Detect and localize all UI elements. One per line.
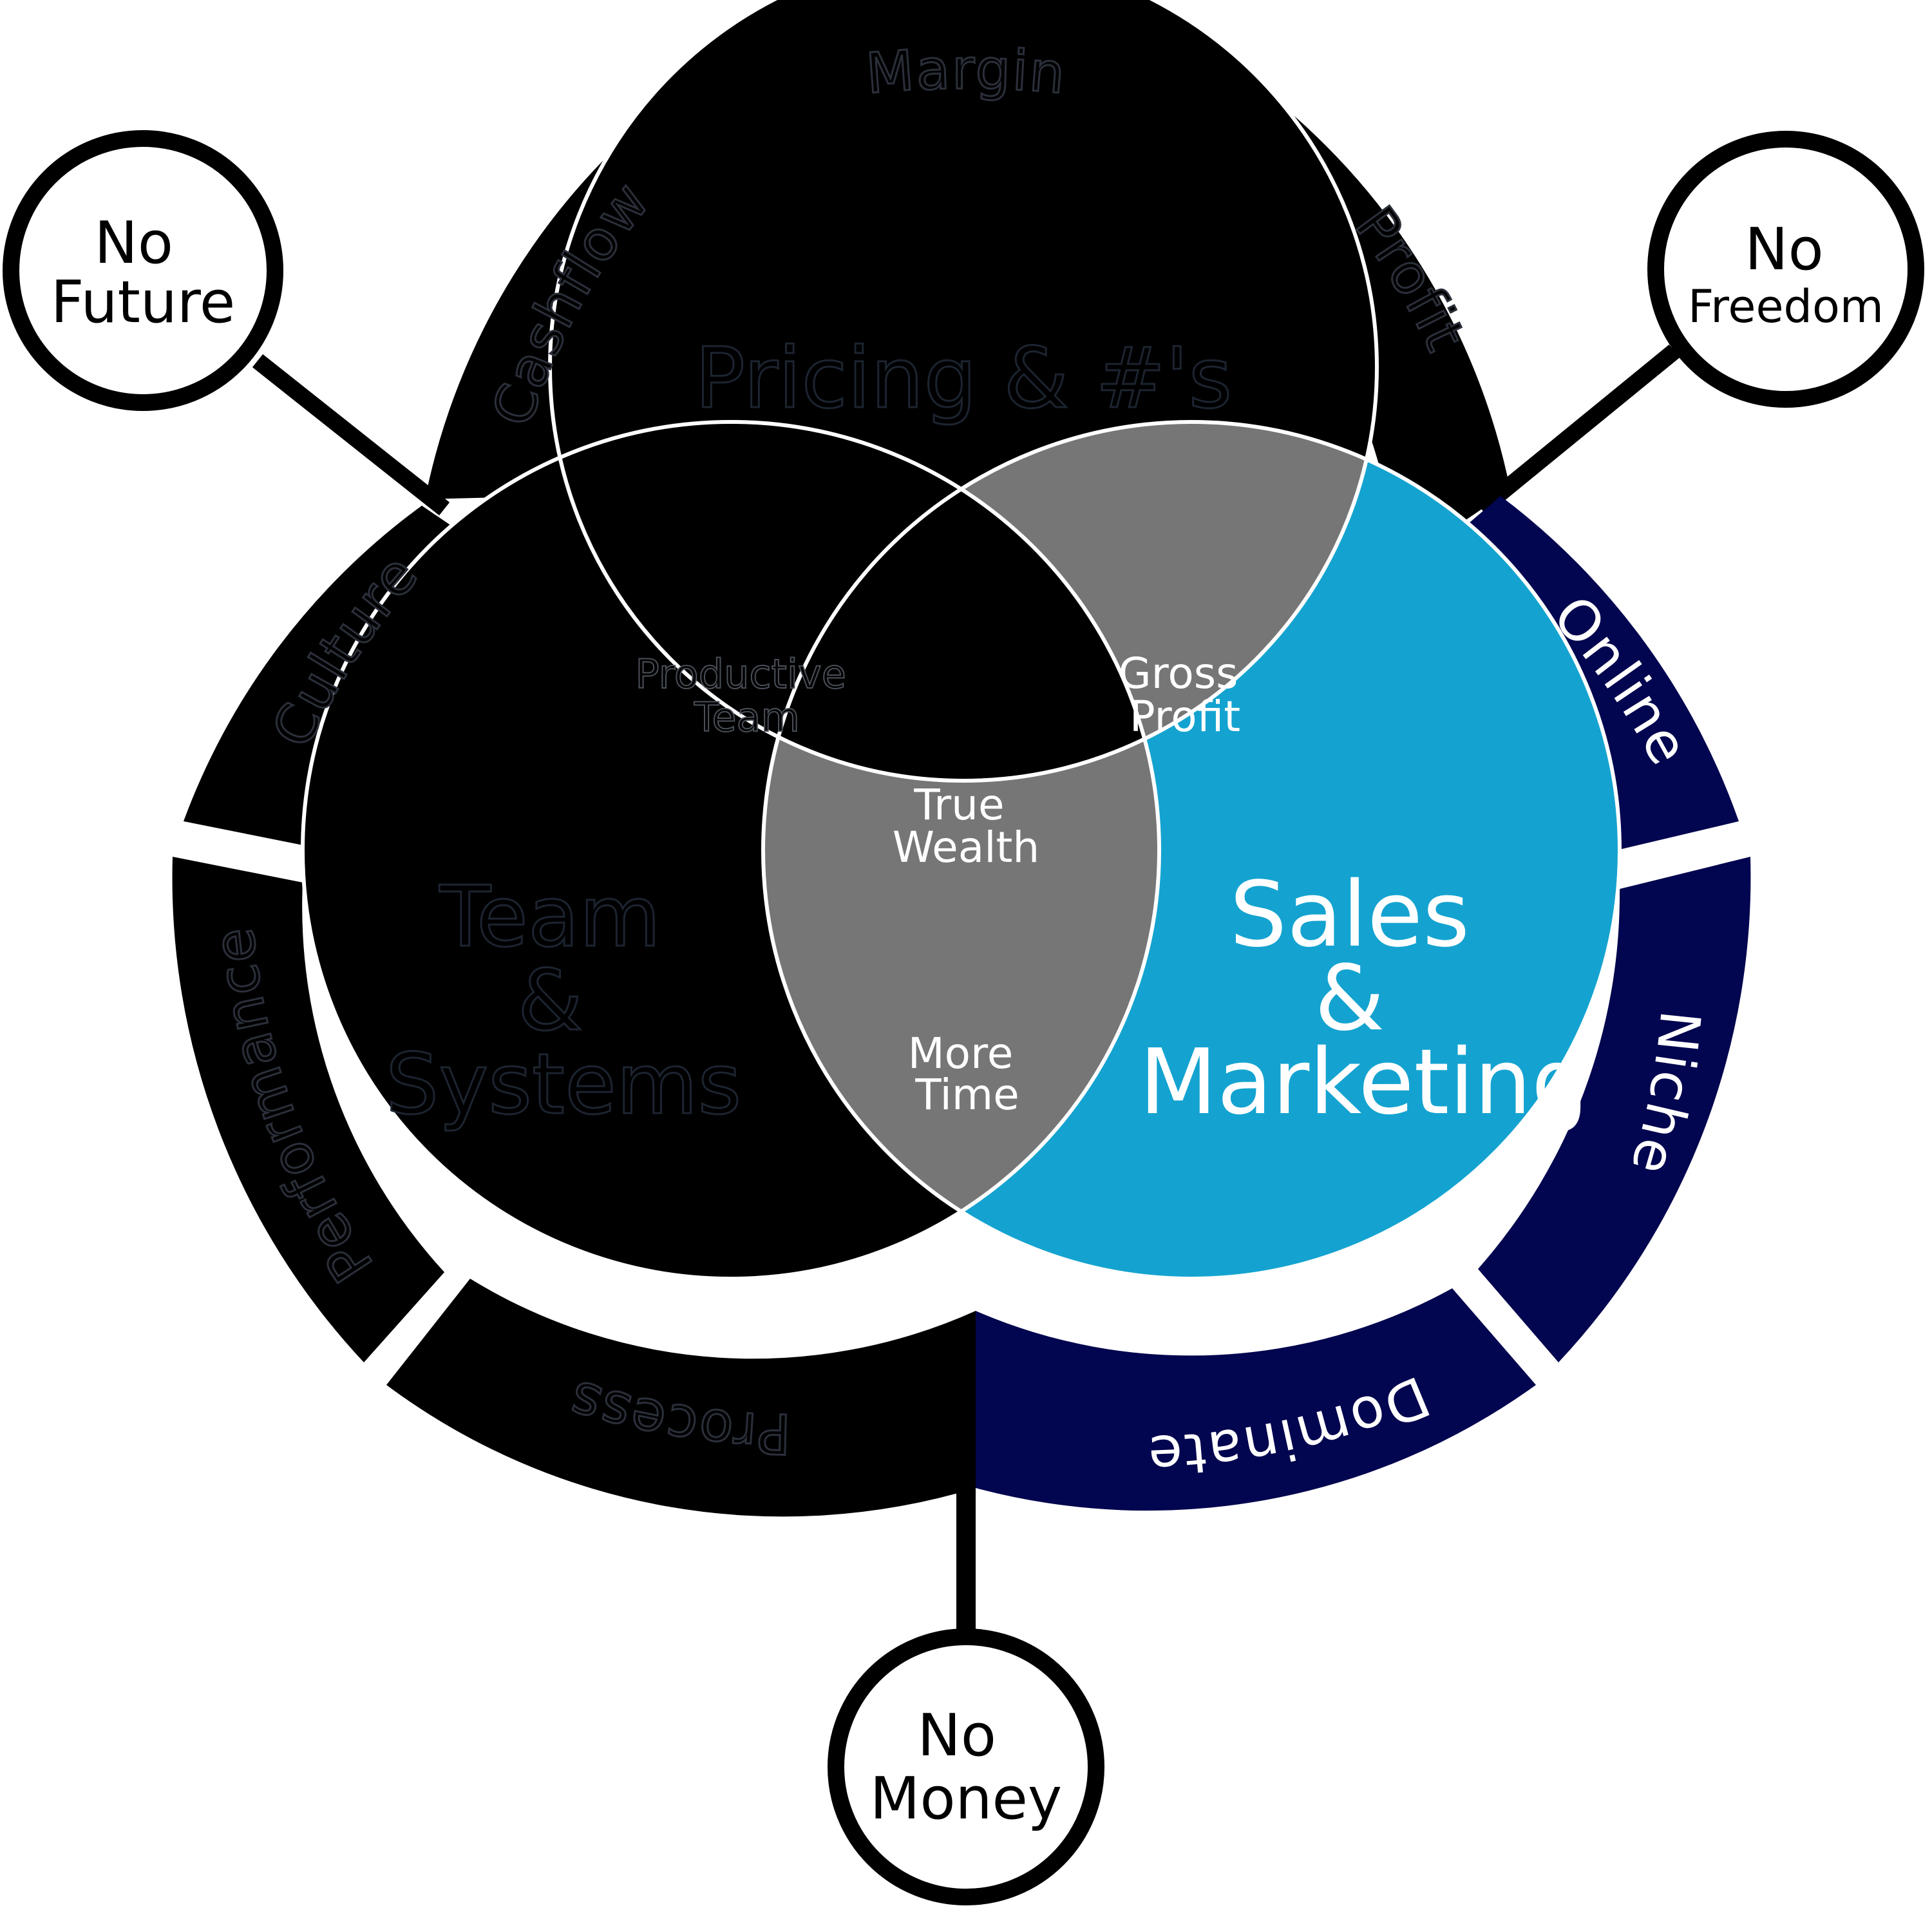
no-money-node: No Money — [828, 1628, 1104, 1905]
pricing-circle-outline — [548, 0, 1379, 783]
ring-segment-process — [386, 1279, 976, 1517]
no-money-label: No Money — [870, 1702, 1062, 1833]
ring-segment-niche — [1478, 857, 1751, 1362]
no-freedom-connector — [1475, 344, 1680, 516]
gross-profit-label: Gross Profit — [1119, 649, 1252, 741]
no-future-label: No Future — [51, 209, 236, 336]
no-future-node: No Future — [3, 130, 283, 411]
true-wealth-overlap — [763, 422, 1159, 781]
productive-team-label: Productive Team — [635, 651, 858, 741]
sales-marketing-label: Sales & Marketing — [1139, 863, 1589, 1135]
ring-label-margin: Margin — [864, 37, 1068, 106]
no-freedom-label: No Freedom — [1688, 216, 1884, 333]
more-time-label: More Time — [908, 1029, 1027, 1120]
ring-segment-dominate — [976, 1288, 1536, 1511]
pricing-label: Pricing & #'s — [695, 329, 1233, 427]
ring-segment-performance — [172, 857, 444, 1362]
sales-circle-outline — [761, 420, 1622, 1281]
team-systems-label: Team & Systems — [386, 868, 742, 1133]
no-future-connector — [252, 354, 450, 516]
no-freedom-node: No Freedom — [1647, 131, 1924, 408]
true-wealth-label: True Wealth — [893, 780, 1040, 872]
team-circle-outline — [301, 420, 1161, 1281]
